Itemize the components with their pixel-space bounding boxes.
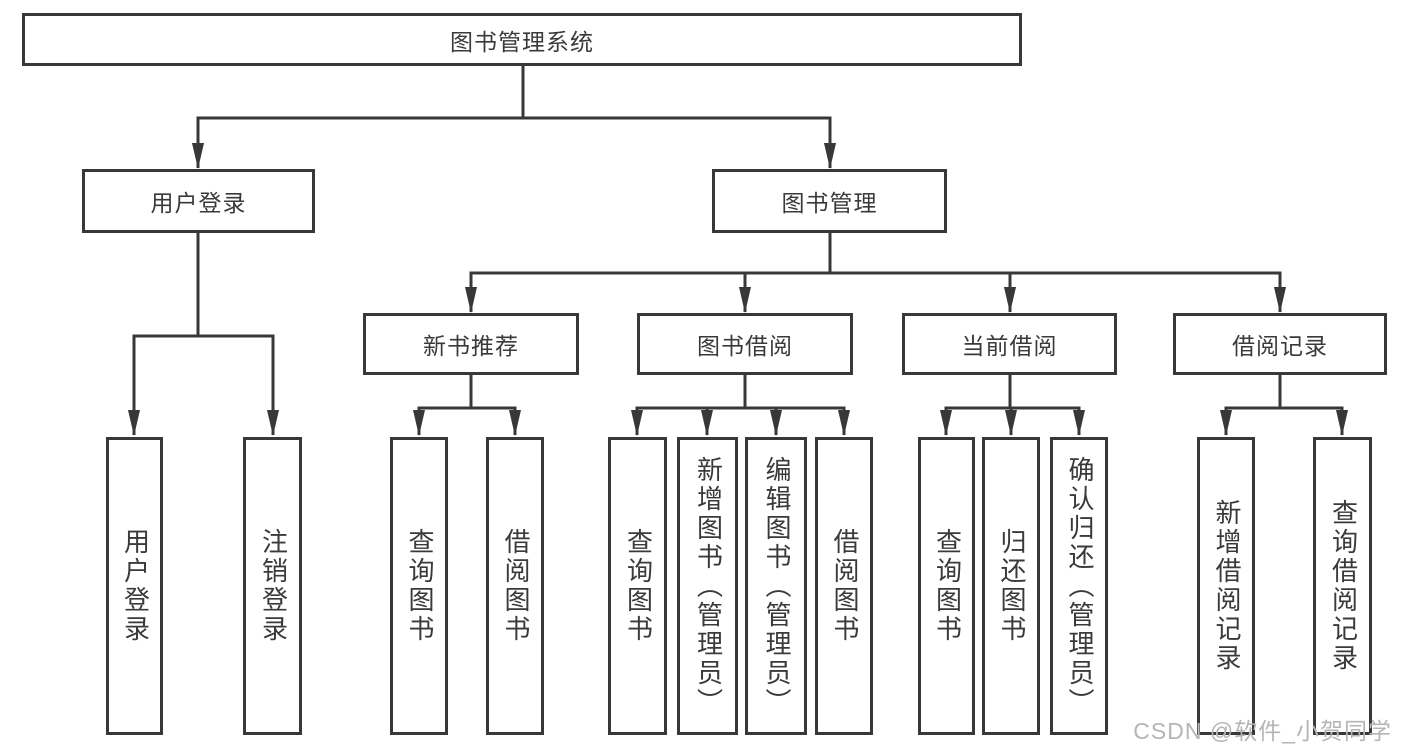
leaf-return-book: 归还图书 [982,437,1040,735]
node-label: 确认归还（管理员） [1064,455,1095,717]
node-label: 新增图书（管理员） [693,455,724,717]
node-label: 新增借阅记录 [1211,499,1242,673]
node-book-management: 图书管理 [712,169,947,233]
leaf-query-book: 查询图书 [608,437,667,735]
node-label: 查询图书 [623,528,654,644]
node-label: 图书管理系统 [450,28,594,55]
node-label: 借阅图书 [500,528,531,644]
node-label: 新书推荐 [423,333,519,359]
node-label: 归还图书 [996,528,1027,644]
node-label: 查询借阅记录 [1328,499,1359,673]
leaf-user-login: 用户登录 [106,437,163,735]
leaf-logout: 注销登录 [243,437,302,735]
node-label: 用户登录 [120,528,151,644]
leaf-borrow-book-recommend: 借阅图书 [486,437,544,735]
leaf-confirm-return-admin: 确认归还（管理员） [1050,437,1108,735]
node-borrow-record: 借阅记录 [1173,313,1387,375]
node-label: 查询图书 [404,528,435,644]
node-label: 借阅记录 [1232,333,1328,359]
node-new-book-recommend: 新书推荐 [363,313,579,375]
leaf-query-book-recommend: 查询图书 [390,437,448,735]
node-label: 注销登录 [258,528,289,644]
leaf-add-borrow-record: 新增借阅记录 [1197,437,1255,735]
node-library-management-system: 图书管理系统 [22,13,1022,66]
node-book-borrow: 图书借阅 [637,313,853,375]
node-current-borrow: 当前借阅 [902,313,1117,375]
node-user-login: 用户登录 [82,169,315,233]
csdn-watermark: CSDN @软件_小贺同学 [1133,718,1392,744]
leaf-add-book-admin: 新增图书（管理员） [677,437,738,735]
leaf-query-current-book: 查询图书 [918,437,975,735]
node-label: 图书借阅 [697,333,793,359]
node-label: 借阅图书 [829,528,860,644]
node-label: 查询图书 [932,528,963,644]
leaf-query-borrow-record: 查询借阅记录 [1313,437,1372,735]
leaf-edit-book-admin: 编辑图书（管理员） [745,437,807,735]
leaf-borrow-book: 借阅图书 [815,437,873,735]
node-label: 当前借阅 [961,333,1058,359]
node-label: 图书管理 [781,190,878,216]
node-label: 编辑图书（管理员） [761,455,792,717]
node-label: 用户登录 [150,190,247,216]
